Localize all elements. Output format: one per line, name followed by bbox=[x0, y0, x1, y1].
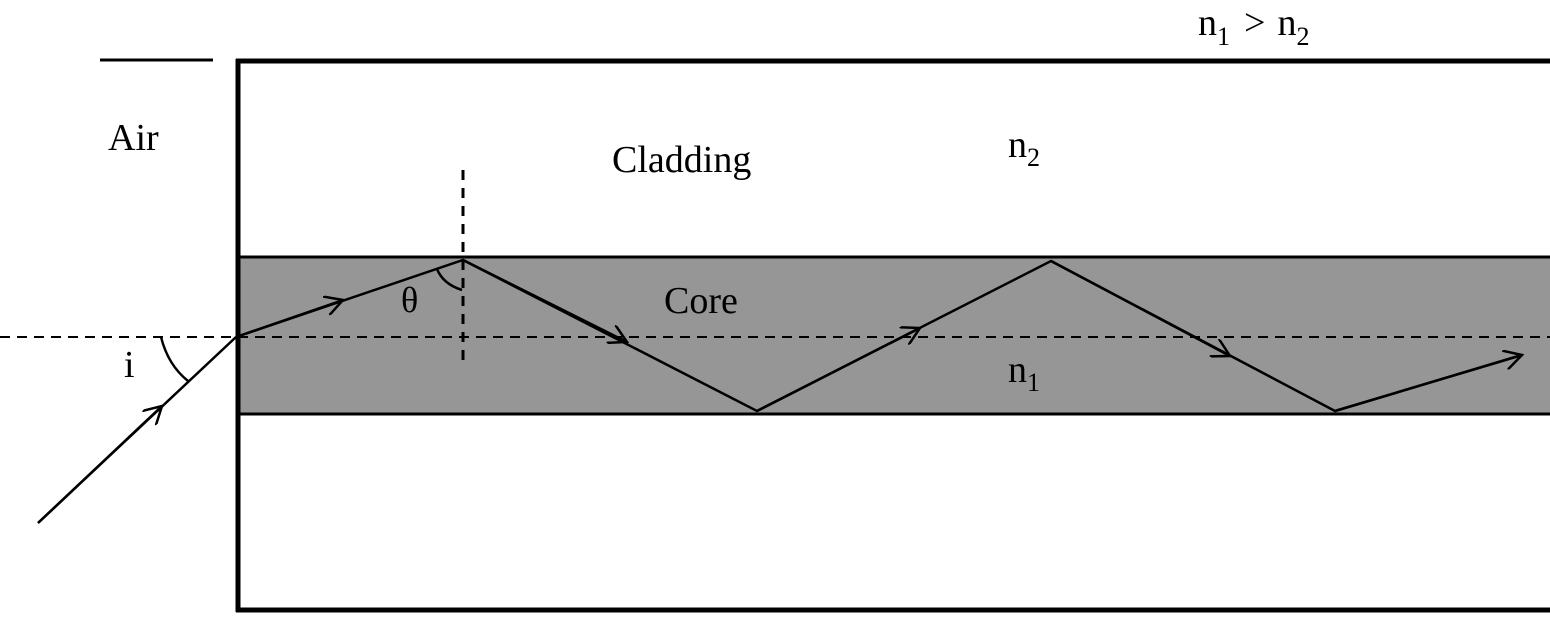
incidence-angle-label: i bbox=[124, 344, 135, 386]
incidence-angle-arc bbox=[159, 336, 189, 382]
ray-arrow-1 bbox=[235, 300, 343, 339]
theta-angle-arc bbox=[435, 268, 463, 292]
ray-arrow-4 bbox=[1050, 259, 1230, 356]
ray-arrow-2 bbox=[462, 258, 627, 342]
cladding-index-label: n2 bbox=[1008, 124, 1040, 172]
refractive-index-condition: n1>n2 bbox=[1198, 2, 1309, 51]
cladding-label: Cladding bbox=[612, 139, 751, 181]
core-label: Core bbox=[664, 280, 738, 322]
incident-ray-arrow bbox=[37, 406, 162, 524]
air-label: Air bbox=[108, 117, 159, 159]
theta-label: θ bbox=[401, 280, 418, 320]
core-region bbox=[238, 257, 1550, 414]
ray-arrow-3 bbox=[756, 328, 920, 413]
core-index-label: n1 bbox=[1008, 349, 1040, 397]
ray-arrow-5 bbox=[1334, 355, 1522, 413]
